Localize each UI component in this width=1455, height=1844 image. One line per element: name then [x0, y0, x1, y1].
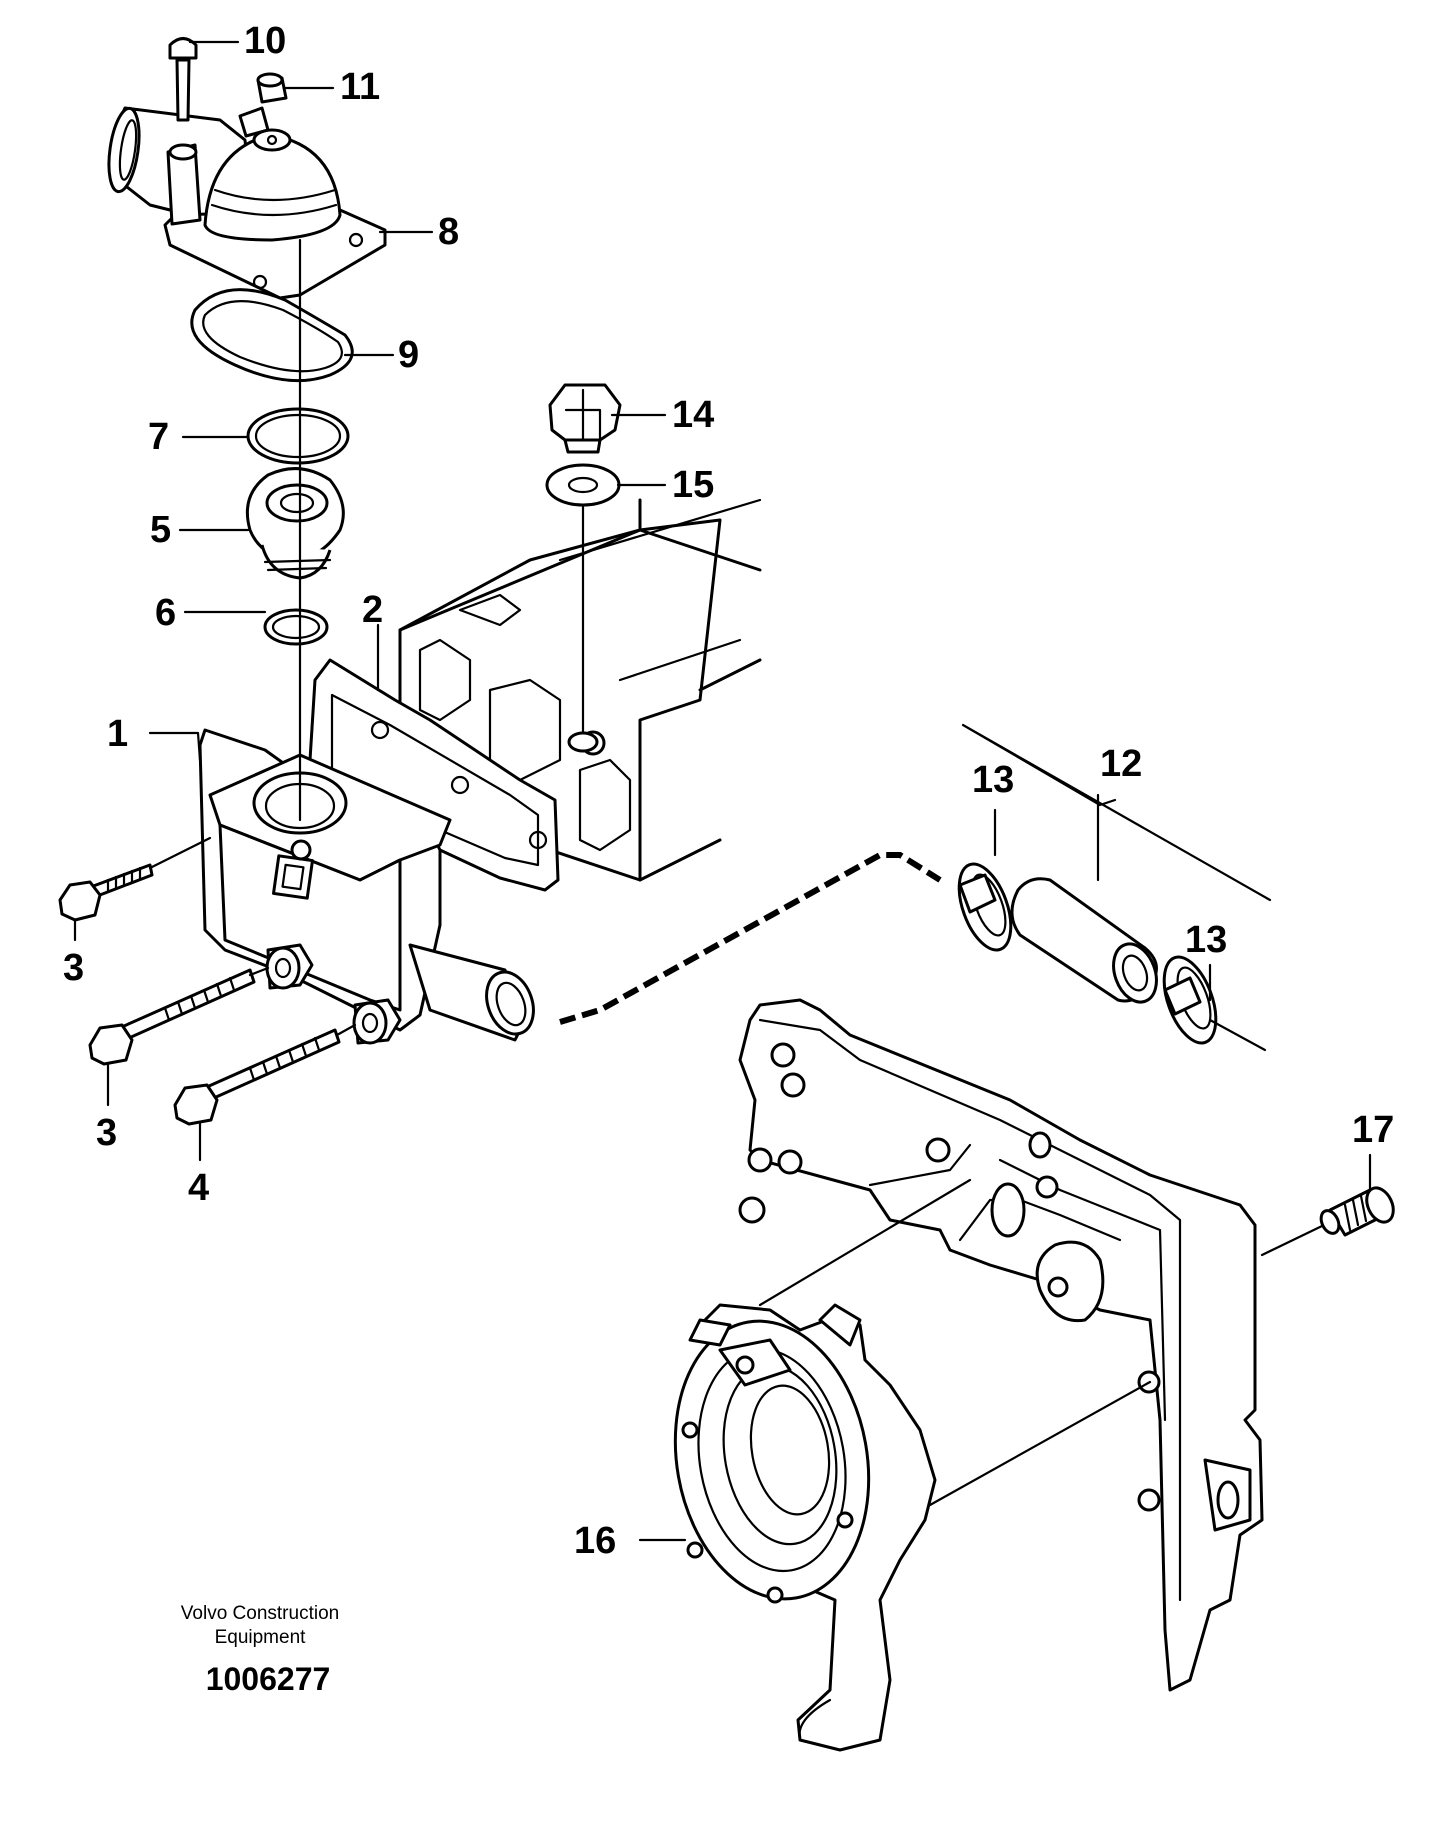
- callout-4: 4: [188, 1167, 209, 1209]
- timing-cover: [738, 998, 1264, 1692]
- callout-3-bottom: 3: [96, 1112, 117, 1154]
- callout-17: 17: [1352, 1109, 1394, 1151]
- drawing-number: 1006277: [206, 1661, 331, 1697]
- callout-3-top: 3: [63, 947, 84, 989]
- leader-lines: [73, 40, 1372, 1542]
- callout-2: 2: [362, 589, 383, 631]
- thermostat-housing: [198, 728, 535, 1042]
- brand-line-1: Volvo Construction: [181, 1603, 339, 1624]
- thermostat-cover: [107, 37, 387, 300]
- callout-5: 5: [150, 509, 171, 551]
- callout-7: 7: [148, 416, 169, 458]
- callout-14: 14: [672, 394, 714, 436]
- callout-13-left: 13: [972, 759, 1014, 801]
- callout-8: 8: [438, 211, 459, 253]
- callout-6: 6: [155, 592, 176, 634]
- callout-16: 16: [574, 1520, 616, 1562]
- bypass-hose: [559, 852, 1267, 1052]
- callout-10: 10: [244, 20, 286, 62]
- callout-9: 9: [398, 334, 419, 376]
- seals-and-thermostat: [190, 238, 354, 822]
- water-pump: [673, 1178, 1152, 1752]
- callout-12: 12: [1100, 743, 1142, 785]
- callout-labels: 10 11 8 9 7 5 6 2 1 3 3 4 14 15 12 13 13…: [63, 20, 1394, 1562]
- callout-1: 1: [107, 713, 128, 755]
- drain-plug: [545, 383, 622, 753]
- footer: Volvo Construction Equipment 1006277: [181, 1603, 339, 1697]
- temperature-sensor: [1260, 1186, 1395, 1257]
- callout-15: 15: [672, 464, 714, 506]
- callout-11: 11: [340, 66, 380, 108]
- callout-13-right: 13: [1185, 919, 1227, 961]
- bolts: [58, 836, 402, 1126]
- brand-line-2: Equipment: [215, 1627, 307, 1648]
